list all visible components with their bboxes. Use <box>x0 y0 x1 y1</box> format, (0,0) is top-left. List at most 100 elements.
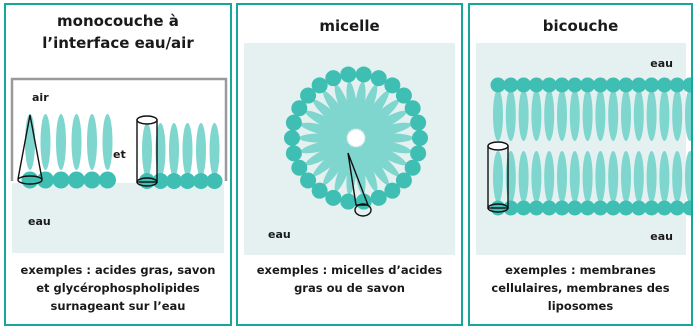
lipid-tail <box>41 114 51 170</box>
lipid-tail <box>183 123 193 177</box>
lipid-tail <box>506 89 516 141</box>
lipid-head <box>312 77 328 93</box>
lipid-tail <box>557 89 567 141</box>
caption-line1: exemples : micelles d’acides <box>242 261 457 279</box>
lipid-tail <box>608 151 618 203</box>
lipid-tail <box>570 89 580 141</box>
lipid-tail <box>621 89 631 141</box>
lipid-tail <box>493 89 503 141</box>
lipid-tail <box>634 89 644 141</box>
lipid-tail <box>87 114 97 170</box>
panel-monolayer: monocouche à l’interface eau/air air et … <box>4 3 232 326</box>
lipid-head <box>529 201 544 216</box>
lipid-head <box>356 66 372 82</box>
lipid-tail <box>672 151 682 203</box>
lipid-head <box>606 78 621 93</box>
lipid-tail <box>196 123 206 177</box>
lipid-tail <box>25 114 35 170</box>
lipid-head <box>53 172 70 189</box>
lipid-head <box>631 201 646 216</box>
label-water: eau <box>268 228 291 241</box>
lipid-head <box>371 70 387 86</box>
lipid-head <box>542 201 557 216</box>
lipid-tail <box>519 151 529 203</box>
lipid-head <box>291 160 307 176</box>
lipid-head <box>670 201 685 216</box>
caption-line2: cellulaires, membranes des <box>474 279 687 297</box>
lipid-tail <box>608 89 618 141</box>
lipid-tail <box>531 89 541 141</box>
lipid-head <box>325 190 341 206</box>
lipid-head <box>491 78 506 93</box>
lipid-head <box>516 201 531 216</box>
lipid-head <box>412 130 428 146</box>
caption-line1: exemples : membranes <box>474 261 687 279</box>
lipid-tail <box>647 151 657 203</box>
lipid-head <box>657 78 672 93</box>
lipid-tail <box>72 114 82 170</box>
lipid-tail <box>659 89 669 141</box>
lipid-tail <box>531 151 541 203</box>
lipid-head <box>84 172 101 189</box>
lipid-head <box>580 201 595 216</box>
lipid-head <box>37 172 54 189</box>
panel-micelle: micelle eau exemples : micelles d’acides… <box>236 3 463 326</box>
caption-line3: liposomes <box>474 297 687 315</box>
lipid-tail <box>672 89 682 141</box>
lipid-head <box>284 130 300 146</box>
lipid-tail <box>56 114 66 170</box>
lipid-tail <box>544 89 554 141</box>
label-air: air <box>32 91 49 104</box>
label-et: et <box>113 148 126 161</box>
lipid-tail <box>595 151 605 203</box>
lipid-head <box>516 78 531 93</box>
lipid-head <box>68 172 85 189</box>
lipid-tail <box>583 151 593 203</box>
lipid-tail <box>595 89 605 141</box>
lipid-head <box>657 201 672 216</box>
lipid-tail <box>647 89 657 141</box>
caption-line2: gras ou de savon <box>242 279 457 297</box>
lipid-head <box>340 194 356 210</box>
lipid-tail <box>169 123 179 177</box>
lipid-head <box>286 115 302 131</box>
lipid-head <box>99 172 116 189</box>
caption-line2: et glycérophospholipides <box>10 279 226 297</box>
lipid-head <box>22 172 39 189</box>
lipid-head <box>606 201 621 216</box>
lipid-tail <box>634 151 644 203</box>
lipid-tail <box>583 89 593 141</box>
lipid-head <box>325 70 341 86</box>
lipid-tail <box>557 151 567 203</box>
lipid-head <box>503 78 518 93</box>
lipid-head <box>410 115 426 131</box>
label-water: eau <box>28 215 51 228</box>
label-water-bottom: eau <box>650 230 673 243</box>
panel-bilayer: bicouche eau eau exemples : membranes ce… <box>468 3 693 326</box>
lipid-tail <box>210 123 220 177</box>
lipid-head <box>593 78 608 93</box>
lipid-head <box>580 78 595 93</box>
lipid-head <box>340 66 356 82</box>
lipid-head <box>371 190 387 206</box>
lipid-tail <box>659 151 669 203</box>
lipid-tail <box>570 151 580 203</box>
lipid-head <box>207 173 223 189</box>
caption-line1: exemples : acides gras, savon <box>10 261 226 279</box>
lipid-head <box>529 78 544 93</box>
lipid-head <box>286 145 302 161</box>
lipid-head <box>555 201 570 216</box>
lipid-head <box>555 78 570 93</box>
lipid-tail <box>142 123 152 177</box>
lipid-tail <box>621 151 631 203</box>
lipid-head <box>542 78 557 93</box>
label-water-top: eau <box>650 57 673 70</box>
lipid-head <box>644 78 659 93</box>
lipid-head <box>567 201 582 216</box>
lipid-tail <box>519 89 529 141</box>
lipid-head <box>619 78 634 93</box>
lipid-tail <box>544 151 554 203</box>
lipid-head <box>619 201 634 216</box>
lipid-head <box>593 201 608 216</box>
lipid-head <box>410 145 426 161</box>
